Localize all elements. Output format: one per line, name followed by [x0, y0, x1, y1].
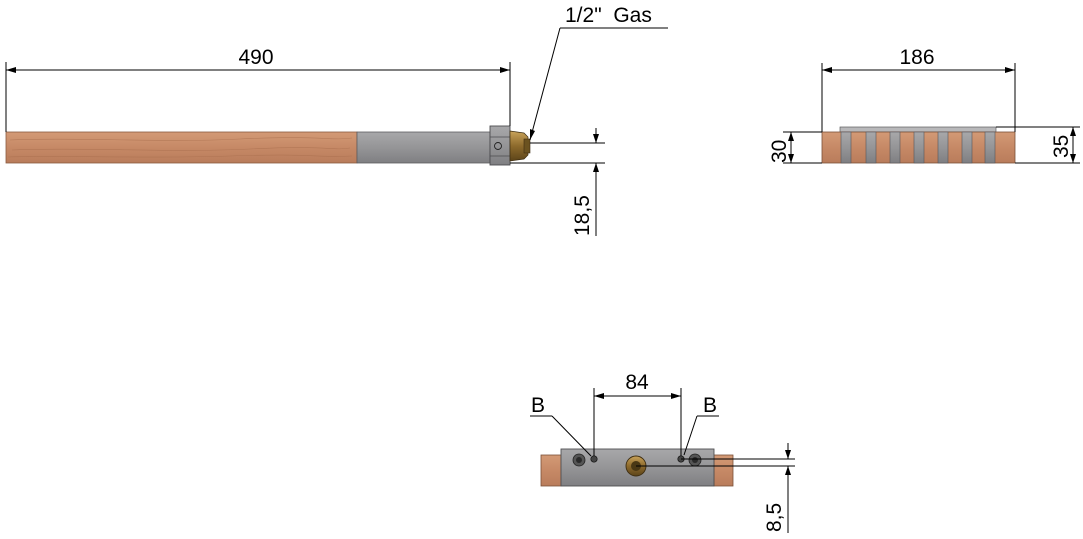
hole-label-b-right: B: [703, 394, 717, 417]
side-metal-body: [356, 131, 491, 164]
side-wood-grain: [7, 137, 353, 158]
dimension-length-490: 490: [238, 46, 273, 69]
side-end-cap-hole: [494, 142, 502, 150]
bottom-view: 84 B B 8,5: [530, 371, 795, 533]
side-end-cap: [489, 125, 511, 166]
bottom-wood-right: [713, 454, 734, 487]
dimension-height-30: 30: [768, 140, 791, 163]
dimension-spacing-84: 84: [625, 371, 649, 394]
side-brass-fitting: [509, 130, 529, 162]
connection-label: 1/2" Gas: [565, 4, 652, 27]
dimension-width-186: 186: [899, 46, 934, 69]
end-view: 186 30 35: [768, 46, 1080, 164]
dimension-offset-8-5: 8,5: [763, 503, 786, 532]
end-view-metal-fins: [840, 131, 996, 164]
dimension-offset-18-5: 18,5: [571, 195, 594, 236]
hole-label-b-left: B: [531, 394, 545, 417]
side-view: 490 1/2" Gas 18,5: [5, 4, 668, 236]
end-view-top-plate: [839, 126, 997, 133]
bottom-wood-left: [540, 454, 562, 487]
bottom-hole-b-left: [590, 455, 598, 463]
dimension-height-35: 35: [1050, 135, 1073, 158]
